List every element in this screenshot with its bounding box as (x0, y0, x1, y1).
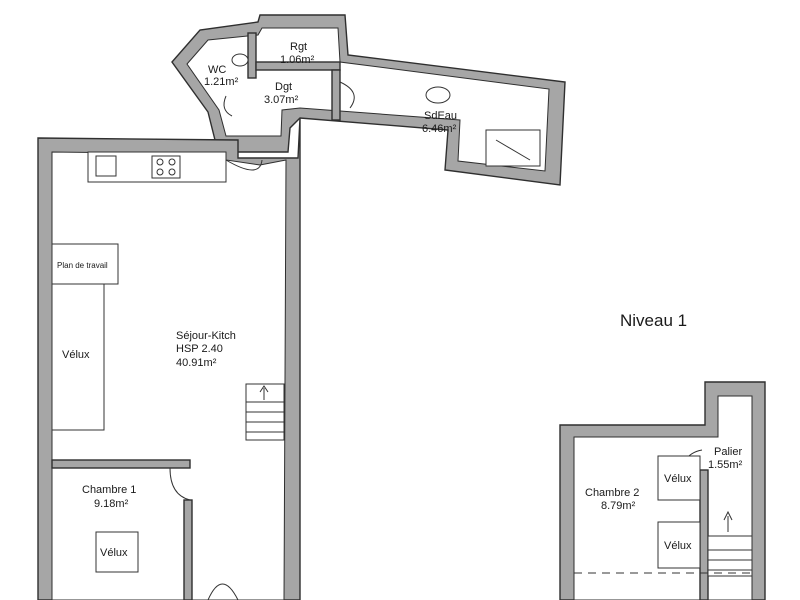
velux-chambre1 (95, 531, 139, 573)
chambre2-partition (699, 469, 709, 600)
sdeau-label: SdEau (424, 110, 457, 122)
sejour-label: Séjour-Kitch (176, 330, 236, 342)
velux-palier-bottom-label: Vélux (664, 540, 692, 552)
level-title: Niveau 1 (620, 311, 687, 330)
shower-icon (485, 129, 541, 167)
wc-area: 1.21m² (204, 76, 239, 88)
velux-palier-bottom (657, 521, 701, 569)
velux-chambre1-label: Vélux (100, 547, 128, 559)
palier-area: 1.55m² (708, 459, 743, 471)
chambre1-label: Chambre 1 (82, 484, 136, 496)
chambre1-area: 9.18m² (94, 498, 129, 510)
burner-icon (168, 158, 176, 166)
sejour-area: 40.91m² (176, 357, 217, 369)
entrance-door-arc (207, 583, 239, 600)
wc-rgt-partition (247, 32, 257, 79)
rgt-area: 1.06m² (280, 54, 315, 66)
burner-icon (156, 168, 164, 176)
rgt-label: Rgt (290, 41, 307, 53)
velux-palier-top-label: Vélux (664, 473, 692, 485)
chambre1-top-wall (51, 459, 191, 469)
stair-arrow-icon (723, 510, 733, 532)
sejour-hsp: HSP 2.40 (176, 343, 223, 355)
dgt-area: 3.07m² (264, 94, 299, 106)
worktop-box (51, 243, 119, 285)
sejour-door-arc (225, 159, 263, 171)
sdeau-area: 6.46m² (422, 123, 457, 135)
velux-palier-top (657, 455, 701, 501)
chambre2-label: Chambre 2 (585, 487, 639, 499)
dgt-door-arc (339, 81, 355, 109)
sink-icon (95, 155, 117, 177)
toilet-icon (231, 53, 249, 67)
wc-label: WC (208, 64, 226, 76)
velux-sejour-label: Vélux (62, 349, 90, 361)
burner-icon (168, 168, 176, 176)
wc-door-arc (223, 95, 233, 117)
burner-icon (156, 158, 164, 166)
chambre2-area: 8.79m² (601, 500, 636, 512)
staircase-sejour (245, 383, 285, 441)
dgt-label: Dgt (275, 81, 292, 93)
palier-label: Palier (714, 446, 742, 458)
velux-sejour (51, 283, 105, 431)
cooktop-icon (151, 155, 181, 179)
rgt-bottom-wall (255, 61, 341, 71)
chambre1-door-arc (169, 467, 191, 501)
dgt-sdeau-partition (331, 69, 341, 121)
washbasin-icon (425, 86, 451, 104)
stair-arrow-icon (259, 385, 269, 400)
worktop-label: Plan de travail (57, 261, 108, 270)
staircase-palier (707, 510, 753, 577)
chambre1-right-wall (183, 499, 193, 600)
